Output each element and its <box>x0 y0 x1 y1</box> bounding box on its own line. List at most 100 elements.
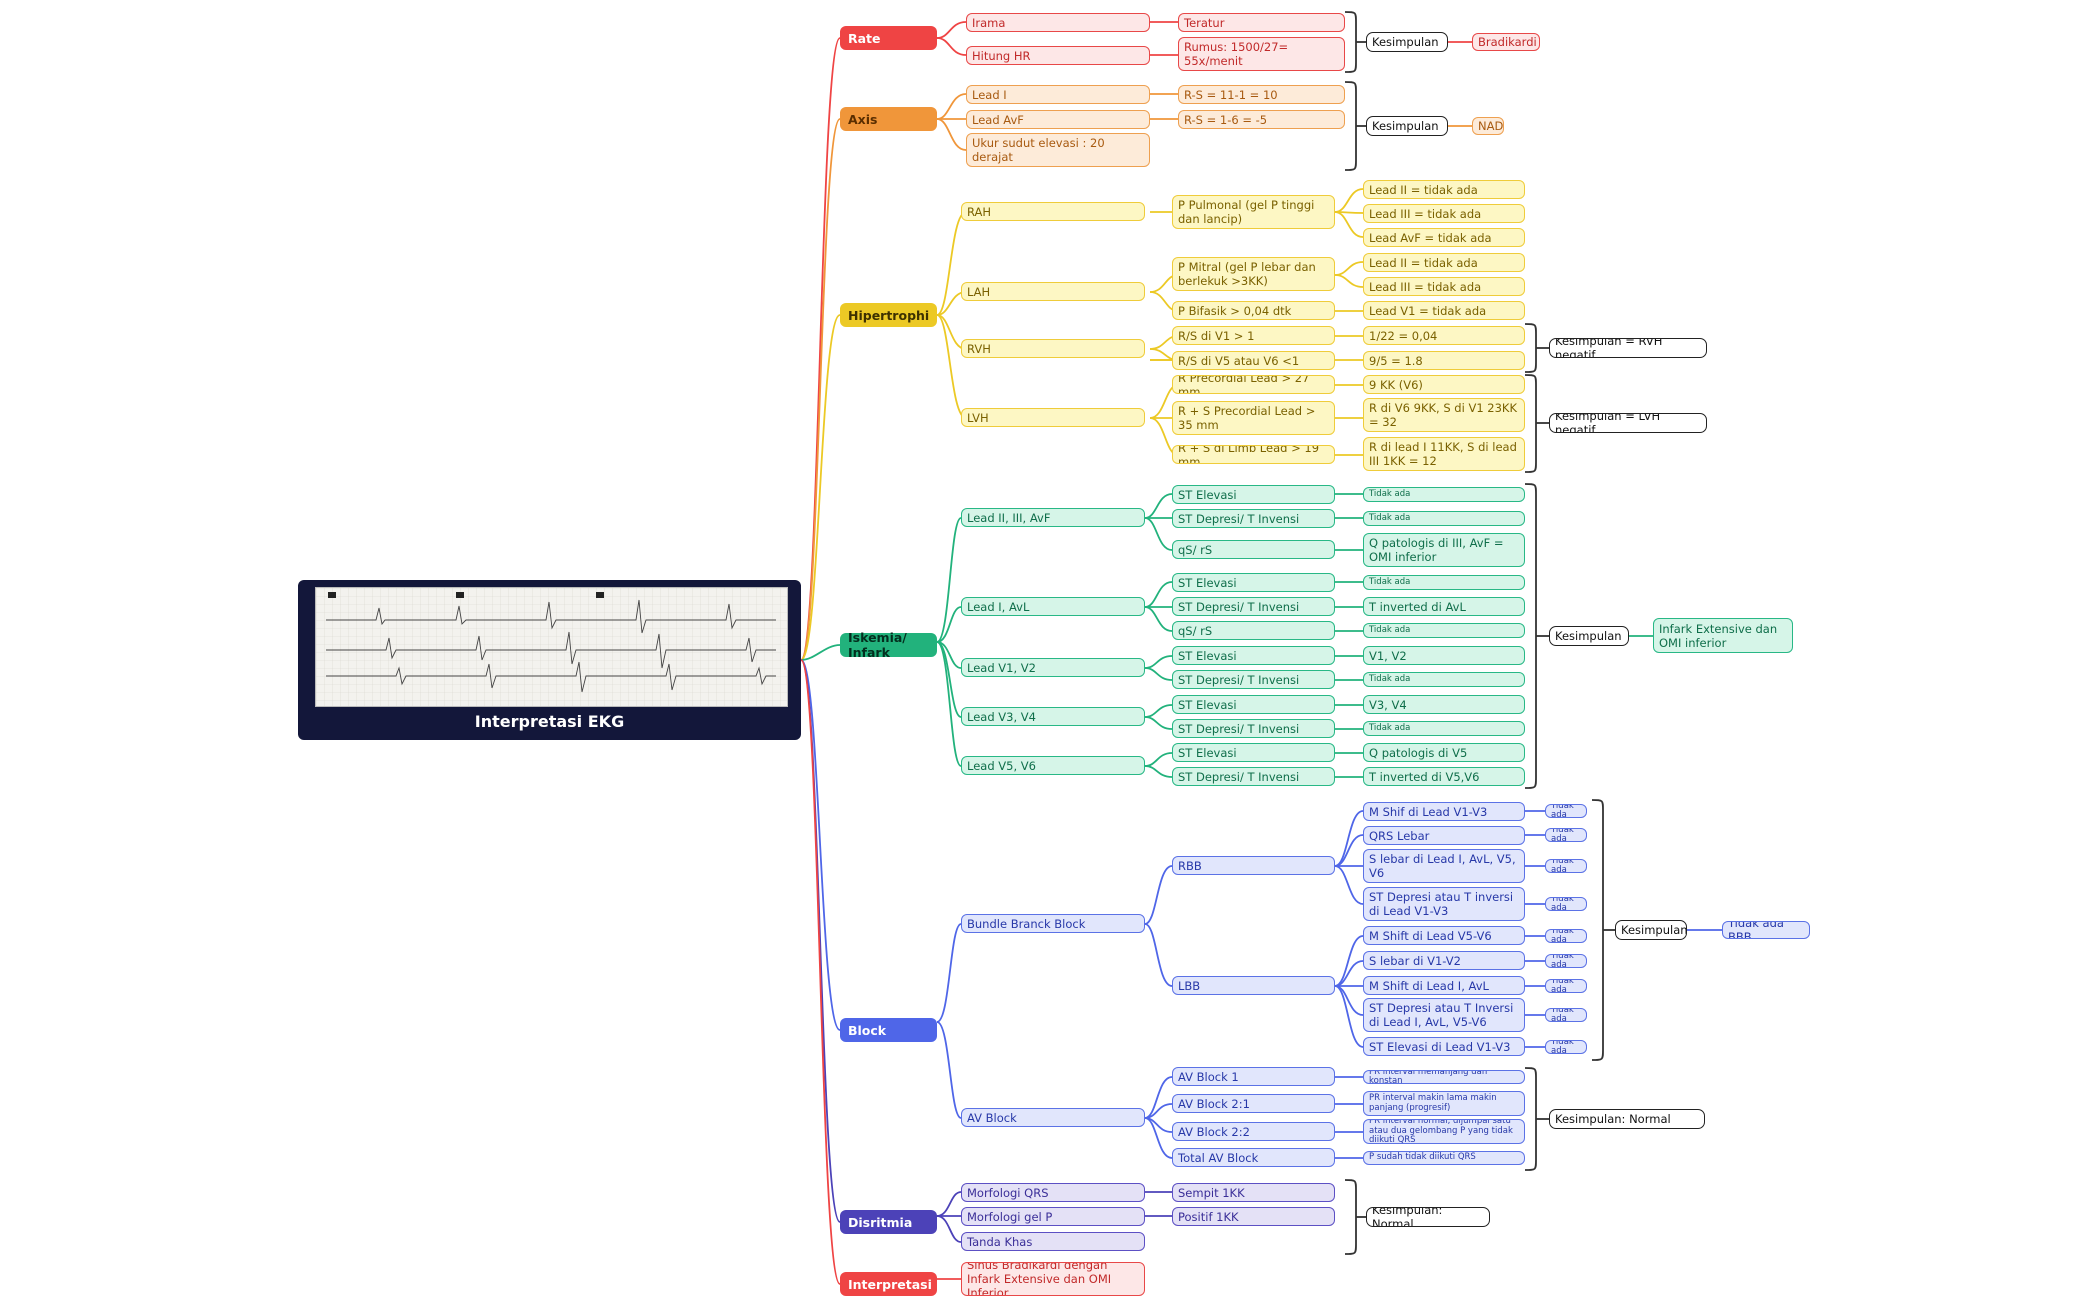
isk-result[interactable]: Infark Extensive dan OMI inferior <box>1653 618 1793 653</box>
hip-lah-lead-v1[interactable]: Lead V1 = tidak ada <box>1363 301 1525 320</box>
blk-lbb-value-3[interactable]: Tidak ada <box>1545 979 1587 993</box>
isk-group-lead-i-avl[interactable]: Lead I, AvL <box>961 597 1145 616</box>
rate-result[interactable]: Bradikardi <box>1472 33 1540 51</box>
blk-av-block[interactable]: AV Block <box>961 1108 1145 1127</box>
rate-hitung[interactable]: Hitung HR <box>966 46 1150 65</box>
isk-g2-qs-rs[interactable]: qS/ rS <box>1172 621 1335 640</box>
rate-hitung-value[interactable]: Rumus: 1500/27= 55x/menit <box>1178 37 1345 71</box>
blk-av-block-1[interactable]: AV Block 1 <box>1172 1067 1335 1086</box>
rate-kesimpulan[interactable]: Kesimpulan <box>1366 32 1448 52</box>
isk-g3-st-depresi[interactable]: ST Depresi/ T Invensi <box>1172 670 1335 689</box>
blk-lbb-criteria-5[interactable]: ST Elevasi di Lead V1-V3 <box>1363 1037 1525 1056</box>
hip-lah-lead-ii[interactable]: Lead II = tidak ada <box>1363 253 1525 272</box>
dis-morfologi-p[interactable]: Morfologi gel P <box>961 1207 1145 1226</box>
hip-lah[interactable]: LAH <box>961 282 1145 301</box>
dis-morfologi-qrs-value[interactable]: Sempit 1KK <box>1172 1183 1335 1202</box>
isk-g2-qs-rs-value[interactable]: Tidak ada <box>1363 623 1525 638</box>
hip-rvh-criteria-2[interactable]: R/S di V5 atau V6 <1 <box>1172 351 1335 370</box>
isk-g2-st-elevasi-value[interactable]: Tidak ada <box>1363 575 1525 590</box>
isk-g5-st-depresi[interactable]: ST Depresi/ T Invensi <box>1172 767 1335 786</box>
rate-irama-value[interactable]: Teratur <box>1178 13 1345 32</box>
hip-p-mitral[interactable]: P Mitral (gel P lebar dan berlekuk >3KK) <box>1172 257 1335 291</box>
branch-disritmia[interactable]: Disritmia <box>840 1210 937 1234</box>
hip-rvh-value-2[interactable]: 9/5 = 1.8 <box>1363 351 1525 370</box>
blk-bbb-result[interactable]: Tidak ada BBB <box>1722 921 1810 939</box>
hip-lvh-value-2[interactable]: R di V6 9KK, S di V1 23KK = 32 <box>1363 398 1525 432</box>
blk-bundle-branch-block[interactable]: Bundle Branck Block <box>961 914 1145 933</box>
isk-g4-st-elevasi[interactable]: ST Elevasi <box>1172 695 1335 714</box>
blk-rbb-value-2[interactable]: Tidak ada <box>1545 828 1587 842</box>
isk-kesimpulan[interactable]: Kesimpulan <box>1549 626 1629 646</box>
hip-lah-lead-iii[interactable]: Lead III = tidak ada <box>1363 277 1525 296</box>
isk-group-lead-v5-v6[interactable]: Lead V5, V6 <box>961 756 1145 775</box>
blk-lbb-criteria-3[interactable]: M Shift di Lead I, AvL <box>1363 976 1525 995</box>
branch-rate[interactable]: Rate <box>840 26 937 50</box>
isk-g1-st-elevasi[interactable]: ST Elevasi <box>1172 485 1335 504</box>
hip-rah-lead-iii[interactable]: Lead III = tidak ada <box>1363 204 1525 223</box>
dis-kesimpulan[interactable]: Kesimpulan: Normal <box>1366 1207 1490 1227</box>
blk-av-block-total[interactable]: Total AV Block <box>1172 1148 1335 1167</box>
isk-g3-st-depresi-value[interactable]: Tidak ada <box>1363 672 1525 687</box>
isk-g4-st-elevasi-value[interactable]: V3, V4 <box>1363 695 1525 714</box>
hip-lvh-criteria-1[interactable]: R Precordial Lead > 27 mm <box>1172 375 1335 394</box>
isk-g5-st-elevasi[interactable]: ST Elevasi <box>1172 743 1335 762</box>
hip-rvh-criteria-1[interactable]: R/S di V1 > 1 <box>1172 326 1335 345</box>
interpretasi-text[interactable]: Sinus Bradikardi dengan Infark Extensive… <box>961 1262 1145 1296</box>
isk-g1-qs-rs[interactable]: qS/ rS <box>1172 540 1335 559</box>
isk-group-lead-v1-v2[interactable]: Lead V1, V2 <box>961 658 1145 677</box>
rate-irama[interactable]: Irama <box>966 13 1150 32</box>
branch-iskemia[interactable]: Iskemia/ Infark <box>840 630 937 660</box>
blk-rbb-criteria-2[interactable]: QRS Lebar <box>1363 826 1525 845</box>
axis-kesimpulan[interactable]: Kesimpulan <box>1366 116 1448 136</box>
isk-g1-st-elevasi-value[interactable]: Tidak ada <box>1363 487 1525 502</box>
hip-lvh-value-1[interactable]: 9 KK (V6) <box>1363 375 1525 394</box>
axis-lead-avf[interactable]: Lead AvF <box>966 110 1150 129</box>
branch-axis[interactable]: Axis <box>840 107 937 131</box>
axis-lead-i-value[interactable]: R-S = 11-1 = 10 <box>1178 85 1345 104</box>
blk-rbb-value-3[interactable]: Tidak ada <box>1545 859 1587 873</box>
isk-g3-st-elevasi-value[interactable]: V1, V2 <box>1363 646 1525 665</box>
hip-rvh-kesimpulan[interactable]: Kesimpulan = RVH negatif <box>1549 338 1707 358</box>
axis-lead-i[interactable]: Lead I <box>966 85 1150 104</box>
blk-av-block-total-value[interactable]: P sudah tidak diikuti QRS <box>1363 1151 1525 1165</box>
hip-lvh[interactable]: LVH <box>961 408 1145 427</box>
blk-av-block-2-2-value[interactable]: PR interval normal, dijumpai satu atau d… <box>1363 1119 1525 1144</box>
isk-g2-st-depresi-value[interactable]: T inverted di AvL <box>1363 597 1525 616</box>
blk-lbb[interactable]: LBB <box>1172 976 1335 995</box>
branch-block[interactable]: Block <box>840 1018 937 1042</box>
hip-lvh-value-3[interactable]: R di lead I 11KK, S di lead III 1KK = 12 <box>1363 437 1525 471</box>
hip-rah-lead-ii[interactable]: Lead II = tidak ada <box>1363 180 1525 199</box>
hip-rah[interactable]: RAH <box>961 202 1145 221</box>
isk-group-lead-ii-iii-avf[interactable]: Lead II, III, AvF <box>961 508 1145 527</box>
isk-g2-st-depresi[interactable]: ST Depresi/ T Invensi <box>1172 597 1335 616</box>
isk-g1-st-depresi[interactable]: ST Depresi/ T Invensi <box>1172 509 1335 528</box>
isk-g1-qs-rs-value[interactable]: Q patologis di III, AvF = OMI inferior <box>1363 533 1525 567</box>
blk-av-block-2-2[interactable]: AV Block 2:2 <box>1172 1122 1335 1141</box>
blk-lbb-value-1[interactable]: Tidak ada <box>1545 929 1587 943</box>
dis-morfologi-qrs[interactable]: Morfologi QRS <box>961 1183 1145 1202</box>
hip-p-bifasik[interactable]: P Bifasik > 0,04 dtk <box>1172 301 1335 320</box>
blk-rbb-criteria-3[interactable]: S lebar di Lead I, AvL, V5, V6 <box>1363 849 1525 883</box>
blk-rbb-criteria-1[interactable]: M Shif di Lead V1-V3 <box>1363 802 1525 821</box>
branch-interpretasi[interactable]: Interpretasi <box>840 1272 937 1296</box>
isk-g5-st-elevasi-value[interactable]: Q patologis di V5 <box>1363 743 1525 762</box>
axis-result[interactable]: NAD <box>1472 117 1504 135</box>
hip-lvh-kesimpulan[interactable]: Kesimpulan = LVH negatif <box>1549 413 1707 433</box>
dis-morfologi-p-value[interactable]: Positif 1KK <box>1172 1207 1335 1226</box>
axis-ukur-sudut[interactable]: Ukur sudut elevasi : 20 derajat <box>966 133 1150 167</box>
isk-g2-st-elevasi[interactable]: ST Elevasi <box>1172 573 1335 592</box>
blk-av-kesimpulan[interactable]: Kesimpulan: Normal <box>1549 1109 1705 1129</box>
hip-lvh-criteria-2[interactable]: R + S Precordial Lead > 35 mm <box>1172 401 1335 435</box>
blk-lbb-value-2[interactable]: Tidak ada <box>1545 954 1587 968</box>
isk-g1-st-depresi-value[interactable]: Tidak ada <box>1363 511 1525 526</box>
blk-rbb-criteria-4[interactable]: ST Depresi atau T inversi di Lead V1-V3 <box>1363 887 1525 921</box>
isk-g5-st-depresi-value[interactable]: T inverted di V5,V6 <box>1363 767 1525 786</box>
dis-tanda-khas[interactable]: Tanda Khas <box>961 1232 1145 1251</box>
hip-rah-lead-avf[interactable]: Lead AvF = tidak ada <box>1363 228 1525 247</box>
blk-lbb-value-4[interactable]: Tidak ada <box>1545 1008 1587 1022</box>
branch-hipertrophi[interactable]: Hipertrophi <box>840 303 937 327</box>
blk-bbb-kesimpulan[interactable]: Kesimpulan <box>1615 920 1687 940</box>
isk-g4-st-depresi[interactable]: ST Depresi/ T Invensi <box>1172 719 1335 738</box>
blk-av-block-1-value[interactable]: PR interval memanjang dan konstan <box>1363 1070 1525 1084</box>
blk-av-block-2-1-value[interactable]: PR interval makin lama makin panjang (pr… <box>1363 1091 1525 1116</box>
